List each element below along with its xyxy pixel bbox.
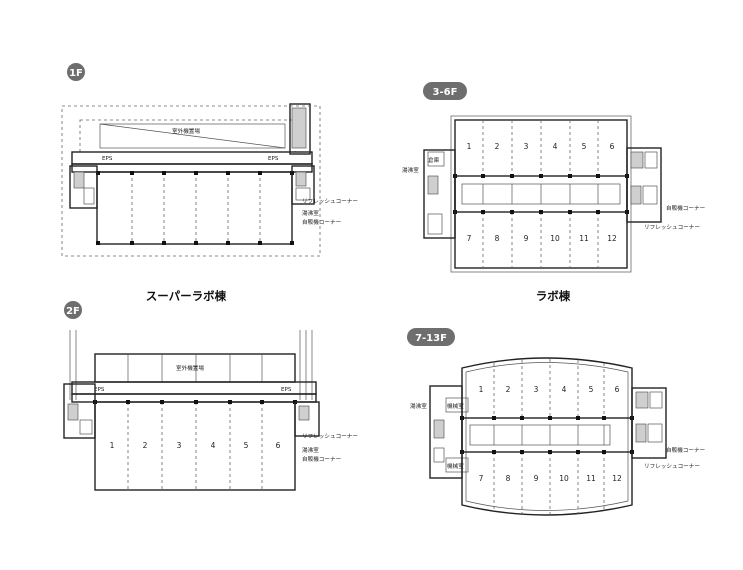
room-3-6f-8: 8 [495,234,500,243]
label-machine-top-7-13f: 機械室 [447,402,464,410]
svg-text:7-13F: 7-13F [415,333,447,344]
svg-text:3-6F: 3-6F [433,87,458,98]
room-2f-1: 1 [110,441,115,450]
room-3-6f-7: 7 [467,234,472,243]
floor-badge-1f: 1F [67,63,85,81]
room-3-6f-5: 5 [582,142,587,151]
room-7-13f-1: 1 [479,385,484,394]
room-3-6f-2: 2 [495,142,500,151]
room-3-6f-3: 3 [524,142,529,151]
svg-text:1F: 1F [69,68,83,79]
label-outdoor-2f: 室外機置場 [176,364,204,372]
plan-7-13f: 7-13F 1 2 3 4 5 6 [407,328,706,516]
room-7-13f-9: 9 [534,474,539,483]
label-refresh-2f: リフレッシュコーナー [302,433,358,440]
caption-super-lab: スーパーラボ棟 [146,289,227,303]
label-eps-right-2f: EPS [281,387,292,393]
room-2f-6: 6 [276,441,281,450]
plan-2f: 2F 室外機置場 EPS EPS [63,301,358,491]
room-7-13f-12: 12 [612,474,622,483]
floor-badge-3-6f: 3-6F [423,82,467,100]
room-7-13f-10: 10 [559,474,569,483]
room-2f-5: 5 [244,441,249,450]
caption-lab: ラボ棟 [536,289,571,303]
outdoor-yard-1f [79,119,296,153]
room-7-13f-6: 6 [615,385,620,394]
label-kyutou-7-13f: 湯沸室 [410,402,427,410]
room-7-13f-3: 3 [534,385,539,394]
room-2f-3: 3 [177,441,182,450]
label-vending-1f: 自販機コーナー [302,218,342,226]
label-refresh-7-13f: リフレッシュコーナー [644,463,700,470]
room-7-13f-7: 7 [479,474,484,483]
label-storage-3-6f: 倉庫 [428,156,440,164]
floor-badge-2f: 2F [64,301,82,319]
room-3-6f-10: 10 [550,234,560,243]
label-refresh-3-6f: リフレッシュコーナー [644,224,700,231]
room-7-13f-11: 11 [586,474,596,483]
label-outdoor-1f: 室外機置場 [172,127,200,135]
label-machine-bottom-7-13f: 機械室 [447,462,464,470]
svg-text:2F: 2F [66,306,80,317]
label-eps-right-1f: EPS [268,156,279,162]
label-kyutou-1f: 湯沸室 [302,209,319,217]
room-3-6f-12: 12 [607,234,617,243]
room-7-13f-2: 2 [506,385,511,394]
hall-2f [94,401,296,491]
label-vending-2f: 自販機コーナー [302,455,342,463]
label-eps-left-2f: EPS [94,387,105,393]
label-kyutou-2f: 湯沸室 [302,446,319,454]
room-2f-2: 2 [143,441,148,450]
room-7-13f-4: 4 [562,385,567,394]
label-vending-3-6f: 自販機コーナー [666,204,706,212]
room-3-6f-6: 6 [610,142,615,151]
label-kyutou-3-6f: 湯沸室 [402,166,419,174]
room-3-6f-11: 11 [579,234,589,243]
label-refresh-1f: リフレッシュコーナー [302,198,358,205]
room-7-13f-8: 8 [506,474,511,483]
plan-3-6f: 3-6F 1 2 3 4 5 6 [402,82,706,273]
room-3-6f-4: 4 [553,142,558,151]
label-eps-left-1f: EPS [102,156,113,162]
hall-1f [96,171,293,245]
room-7-13f-5: 5 [589,385,594,394]
room-3-6f-9: 9 [524,234,529,243]
floor-badge-7-13f: 7-13F [407,328,455,346]
room-2f-4: 4 [211,441,216,450]
label-vending-7-13f: 自販機コーナー [666,446,706,454]
plan-1f: 1F 室外機置場 EPS EPS [61,63,358,257]
room-3-6f-1: 1 [467,142,472,151]
